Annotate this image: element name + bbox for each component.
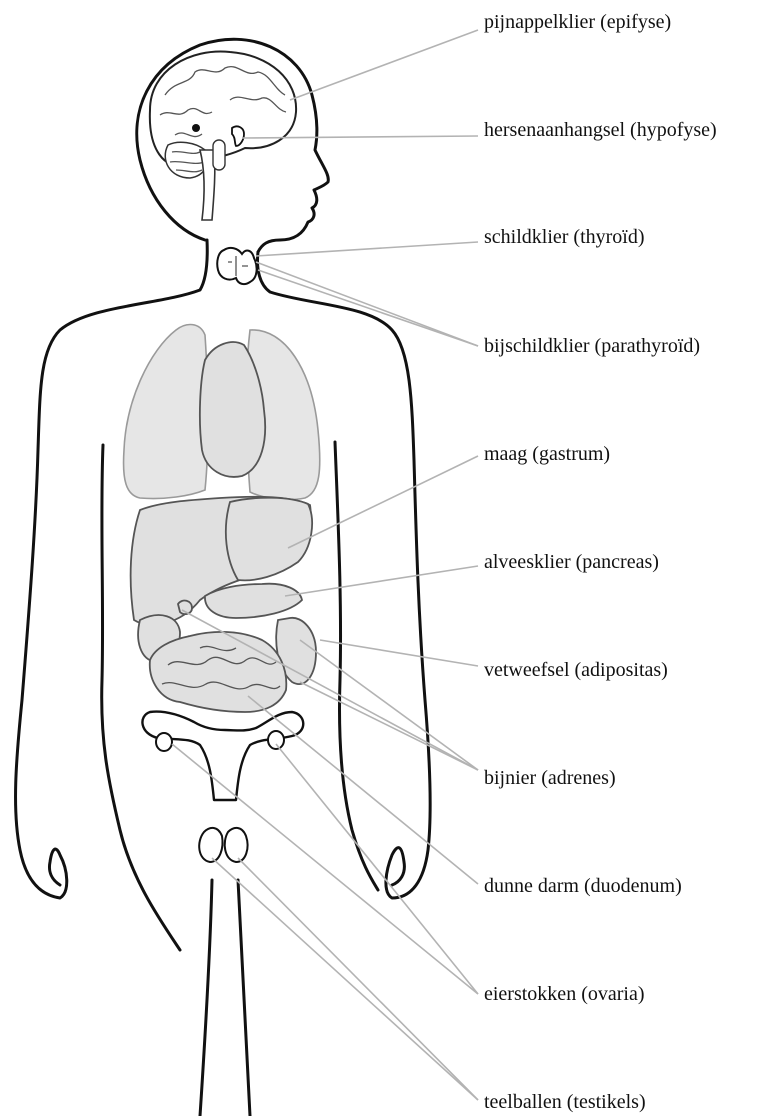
leader-adrenes-2 — [300, 682, 478, 770]
reproductive-organs — [142, 712, 303, 862]
leader-parathyroid-1 — [256, 262, 478, 346]
abdominal-organs — [131, 497, 316, 712]
thyroid — [217, 248, 256, 284]
brainstem-inner — [213, 140, 225, 170]
leader-ovaria-2 — [172, 744, 478, 994]
label-gastrum: maag (gastrum) — [484, 443, 610, 465]
torso-right-inner — [335, 442, 378, 890]
leader-pancreas — [285, 566, 478, 596]
label-hypofyse: hersenaanhangsel (hypofyse) — [484, 119, 717, 141]
label-epifyse: pijnappelklier (epifyse) — [484, 11, 671, 33]
pineal-gland — [192, 124, 200, 132]
right-ovary — [268, 731, 284, 749]
label-duodenum: dunne darm (duodenum) — [484, 875, 682, 897]
leg-left — [200, 880, 212, 1116]
label-thyroid: schildklier (thyroïd) — [484, 226, 645, 248]
leader-thyroid — [256, 242, 478, 256]
leader-testikels-1 — [212, 858, 478, 1100]
label-pancreas: alveesklier (pancreas) — [484, 551, 659, 573]
right-testis — [225, 828, 248, 862]
labels: pijnappelklier (epifyse) hersenaanhangse… — [484, 11, 717, 1113]
leader-adipositas — [320, 640, 478, 666]
brain — [150, 52, 296, 220]
left-lung — [124, 325, 209, 499]
leg-right — [238, 880, 250, 1116]
leader-parathyroid-2 — [258, 270, 478, 346]
label-parathyroid: bijschildklier (parathyroïd) — [484, 335, 700, 357]
leader-ovaria-1 — [276, 744, 478, 994]
stomach — [226, 498, 312, 581]
left-testis — [199, 828, 222, 862]
label-adipositas: vetweefsel (adipositas) — [484, 659, 668, 681]
leader-duodenum — [248, 696, 478, 884]
label-testikels: teelballen (testikels) — [484, 1091, 646, 1113]
leader-testikels-2 — [238, 858, 478, 1100]
leader-epifyse — [290, 30, 478, 100]
small-intestine — [150, 632, 287, 712]
thoracic-organs — [124, 325, 320, 500]
left-ovary — [156, 733, 172, 751]
leader-adrenes-1 — [300, 640, 478, 770]
pancreas — [205, 584, 302, 618]
thyroid-gland — [217, 248, 256, 284]
label-ovaria: eierstokken (ovaria) — [484, 983, 644, 1005]
uterus — [142, 712, 303, 800]
label-adrenes: bijnier (adrenes) — [484, 767, 616, 789]
